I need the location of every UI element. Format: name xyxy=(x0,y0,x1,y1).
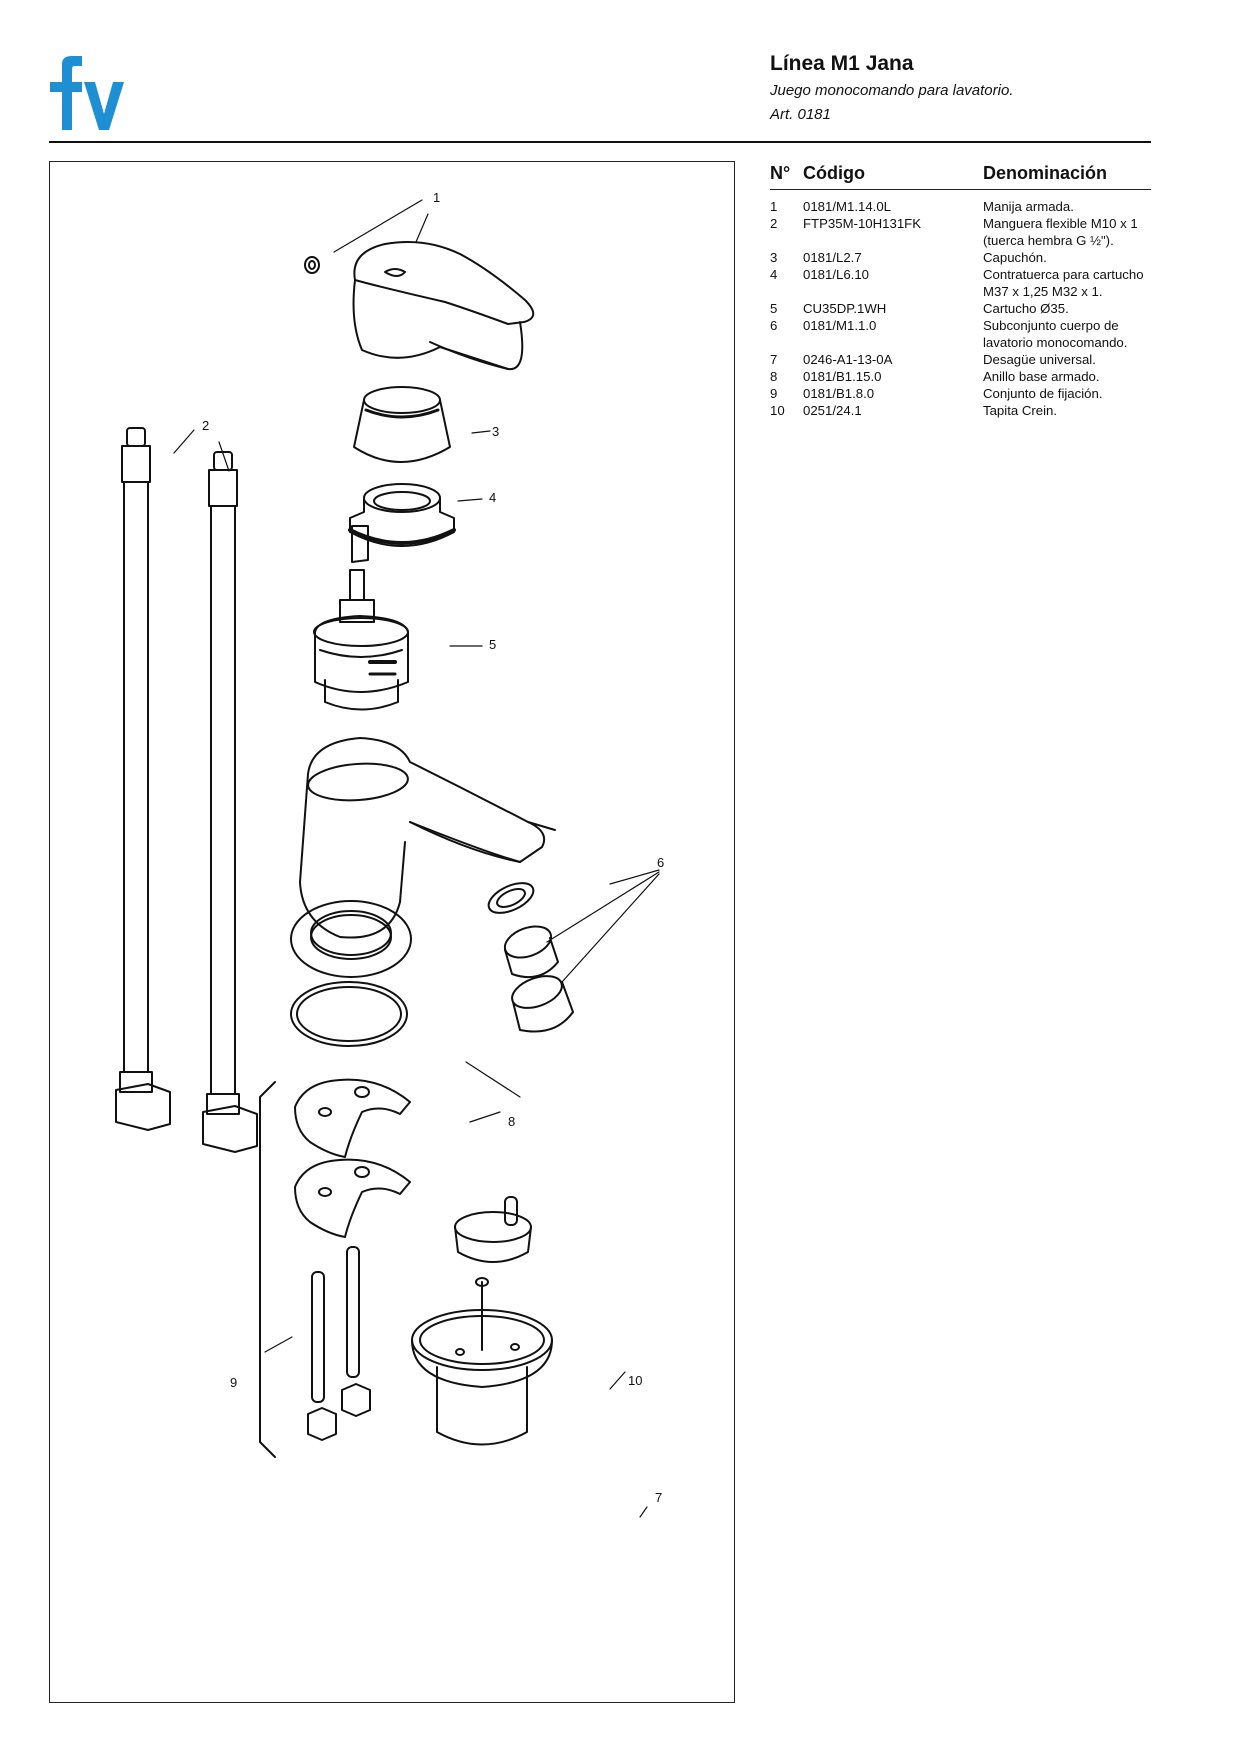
callout-10: 10 xyxy=(628,1373,642,1388)
part-handle xyxy=(304,241,535,371)
row-code: 0181/M1.1.0 xyxy=(803,318,877,333)
part-base-ring xyxy=(290,900,412,1047)
table-row: 2 FTP35M-10H131FK Manguera flexible M10 x … xyxy=(770,215,1151,249)
row-code: 0181/M1.14.0L xyxy=(803,199,891,214)
exploded-diagram: 1 2 3 4 5 6 7 8 9 10 xyxy=(49,161,735,1703)
callout-9: 9 xyxy=(230,1375,237,1390)
row-num: 10 xyxy=(770,403,785,418)
callout-3: 3 xyxy=(492,424,499,439)
callout-7: 7 xyxy=(655,1490,662,1505)
row-num: 5 xyxy=(770,301,778,316)
part-locknut xyxy=(348,483,456,547)
callout-numbers: 1 2 3 4 5 6 7 8 9 10 xyxy=(202,190,664,1505)
header-rule xyxy=(49,141,1151,143)
part-cap xyxy=(353,386,451,463)
row-code: CU35DP.1WH xyxy=(803,301,887,316)
callout-6: 6 xyxy=(657,855,664,870)
part-hoses xyxy=(115,427,258,1153)
leader-lines xyxy=(173,199,660,1518)
row-num: 4 xyxy=(770,267,778,282)
callout-5: 5 xyxy=(489,637,496,652)
row-code: 0181/B1.8.0 xyxy=(803,386,875,401)
article-number: Art. 0181 xyxy=(770,106,831,123)
row-name: Conjunto de fijación. xyxy=(983,386,1103,401)
header-num: N° xyxy=(770,163,791,183)
table-row: 8 0181/B1.15.0 Anillo base armado. xyxy=(770,368,1151,385)
header-code: Código xyxy=(803,163,865,183)
row-code: FTP35M-10H131FK xyxy=(803,216,921,231)
row-name: Subconjunto cuerpo de lavatorio monocoma… xyxy=(983,318,1128,350)
row-name: Manguera flexible M10 x 1 (tuerca hembra… xyxy=(983,216,1138,248)
row-num: 9 xyxy=(770,386,778,401)
row-num: 1 xyxy=(770,199,778,214)
row-name: Capuchón. xyxy=(983,250,1047,265)
part-body xyxy=(299,737,574,1033)
row-code: 0181/B1.15.0 xyxy=(803,369,882,384)
table-row: 9 0181/B1.8.0 Conjunto de fijación. xyxy=(770,385,1151,402)
part-drain xyxy=(411,1277,553,1446)
callout-2: 2 xyxy=(202,418,209,433)
table-row: 1 0181/M1.14.0L Manija armada. xyxy=(770,198,1151,215)
callout-1: 1 xyxy=(433,190,440,205)
part-cartridge xyxy=(313,525,409,711)
row-num: 8 xyxy=(770,369,778,384)
row-name: Cartucho Ø35. xyxy=(983,301,1069,316)
part-fixing-set xyxy=(259,1078,411,1458)
row-num: 3 xyxy=(770,250,778,265)
header-name: Denominación xyxy=(983,163,1108,183)
table-rows: 1 0181/M1.14.0L Manija armada. 2 FTP35M-10H… xyxy=(770,198,1151,419)
table-row: 7 0246-A1-13-0A Desagüe universal. xyxy=(770,351,1151,368)
table-header: N° Código Denominación xyxy=(770,161,1151,190)
row-num: 7 xyxy=(770,352,778,367)
row-name: Contratuerca para cartucho M37 x 1,25 M3… xyxy=(983,267,1144,299)
table-row: 3 0181/L2.7 Capuchón. xyxy=(770,249,1151,266)
part-crein-cap xyxy=(454,1196,532,1263)
row-code: 0246-A1-13-0A xyxy=(803,352,893,367)
row-code: 0181/L2.7 xyxy=(803,250,862,265)
product-title: Línea M1 Jana xyxy=(770,52,914,75)
row-name: Tapita Crein. xyxy=(983,403,1058,418)
row-num: 6 xyxy=(770,318,778,333)
row-name: Desagüe universal. xyxy=(983,352,1096,367)
document-header: Línea M1 Jana Juego monocomando para lav… xyxy=(770,52,1014,123)
table-row: 6 0181/M1.1.0 Subconjunto cuerpo de lavato… xyxy=(770,317,1151,351)
table-row: 4 0181/L6.10 Contratuerca para cartucho M3… xyxy=(770,266,1151,300)
row-num: 2 xyxy=(770,216,778,231)
parts-table: N° Código Denominación 1 0181/M1.14.0L Man… xyxy=(770,161,1151,419)
table-row: 10 0251/24.1 Tapita Crein. xyxy=(770,402,1151,419)
fv-logo xyxy=(50,56,124,130)
callout-8: 8 xyxy=(508,1114,515,1129)
row-code: 0181/L6.10 xyxy=(803,267,870,282)
product-subtitle: Juego monocomando para lavatorio. xyxy=(770,82,1014,99)
callout-4: 4 xyxy=(489,490,496,505)
row-code: 0251/24.1 xyxy=(803,403,862,418)
row-name: Manija armada. xyxy=(983,199,1074,214)
table-row: 5 CU35DP.1WH Cartucho Ø35. xyxy=(770,300,1151,317)
row-name: Anillo base armado. xyxy=(983,369,1100,384)
